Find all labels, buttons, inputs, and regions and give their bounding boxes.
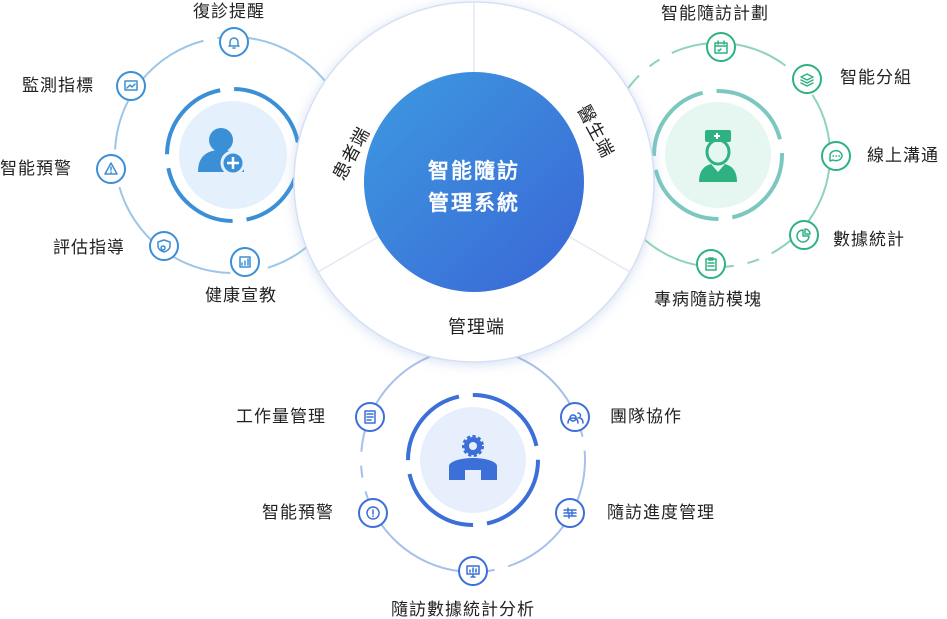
admin-item: 工作量管理 [236, 407, 326, 427]
doctor-item: 數據統計 [833, 230, 905, 250]
patient-item: 監測指標 [22, 76, 94, 96]
patient-item: 評估指導 [53, 238, 125, 258]
bell-icon [219, 27, 249, 57]
admin-item: 隨訪進度管理 [607, 503, 715, 523]
shield-search-icon [149, 231, 179, 261]
doctor-item: 專病隨訪模塊 [654, 290, 762, 310]
gear-platform-icon [449, 435, 497, 482]
patient-item: 智能預警 [0, 159, 72, 179]
alert-icon [358, 498, 388, 528]
layers-icon [792, 64, 822, 94]
clipboard-icon [696, 249, 726, 279]
warning-icon [96, 154, 126, 184]
doctor-item: 智能隨訪計劃 [661, 4, 769, 24]
central-wheel [293, 1, 655, 363]
calendar-icon [706, 32, 736, 62]
doctor-item: 智能分組 [840, 68, 912, 88]
section-admin: 管理端 [448, 317, 505, 338]
admin-item: 團隊協作 [610, 407, 682, 427]
doctor-item: 線上溝通 [867, 146, 939, 166]
admin-item: 智能預警 [262, 503, 334, 523]
patient-add-icon [198, 128, 246, 176]
list-icon [355, 402, 385, 432]
screen-stats-icon [458, 556, 488, 586]
monitor-chart-icon [116, 71, 146, 101]
doctor-icon [699, 130, 737, 182]
sliders-icon [555, 498, 585, 528]
team-icon [560, 402, 590, 432]
admin-item: 隨訪數據統計分析 [391, 600, 535, 619]
patient-item: 復診提醒 [193, 2, 265, 22]
pie-chart-icon [789, 220, 819, 250]
system-title: 智能隨訪 管理系統 [428, 159, 520, 215]
chat-icon [821, 141, 851, 171]
patient-item: 健康宣教 [205, 286, 277, 306]
education-chart-icon [230, 247, 260, 277]
admin-cluster [360, 347, 586, 573]
